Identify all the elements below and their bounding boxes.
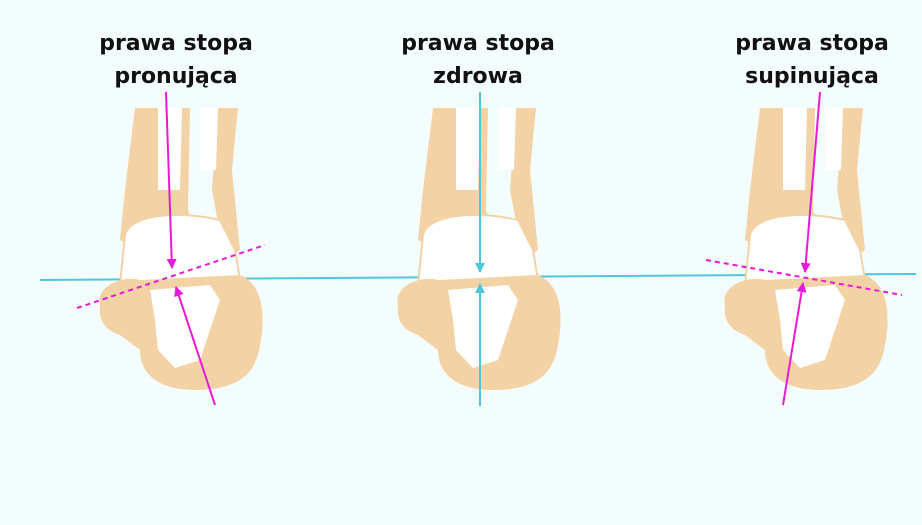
title-line1: prawa stopa bbox=[735, 31, 889, 56]
tibia-axis-arrow bbox=[165, 91, 177, 269]
heel-axis-arrow bbox=[174, 286, 216, 406]
tibia-axis-arrow bbox=[800, 91, 821, 273]
panel-title-healthy: prawa stopa zdrowa bbox=[368, 27, 588, 93]
title-line2: supinująca bbox=[745, 64, 879, 89]
joint-axis-dashed bbox=[76, 244, 266, 309]
panel-title-pronating: prawa stopa pronująca bbox=[66, 27, 286, 93]
title-line1: prawa stopa bbox=[99, 31, 253, 56]
title-line2: pronująca bbox=[114, 64, 238, 89]
panel-title-supinating: prawa stopa supinująca bbox=[702, 27, 922, 93]
joint-axis-dashed bbox=[705, 259, 903, 296]
foot-pronating bbox=[98, 107, 264, 391]
heel-axis-arrow bbox=[782, 282, 807, 406]
title-line1: prawa stopa bbox=[401, 31, 555, 56]
title-line2: zdrowa bbox=[433, 64, 523, 89]
